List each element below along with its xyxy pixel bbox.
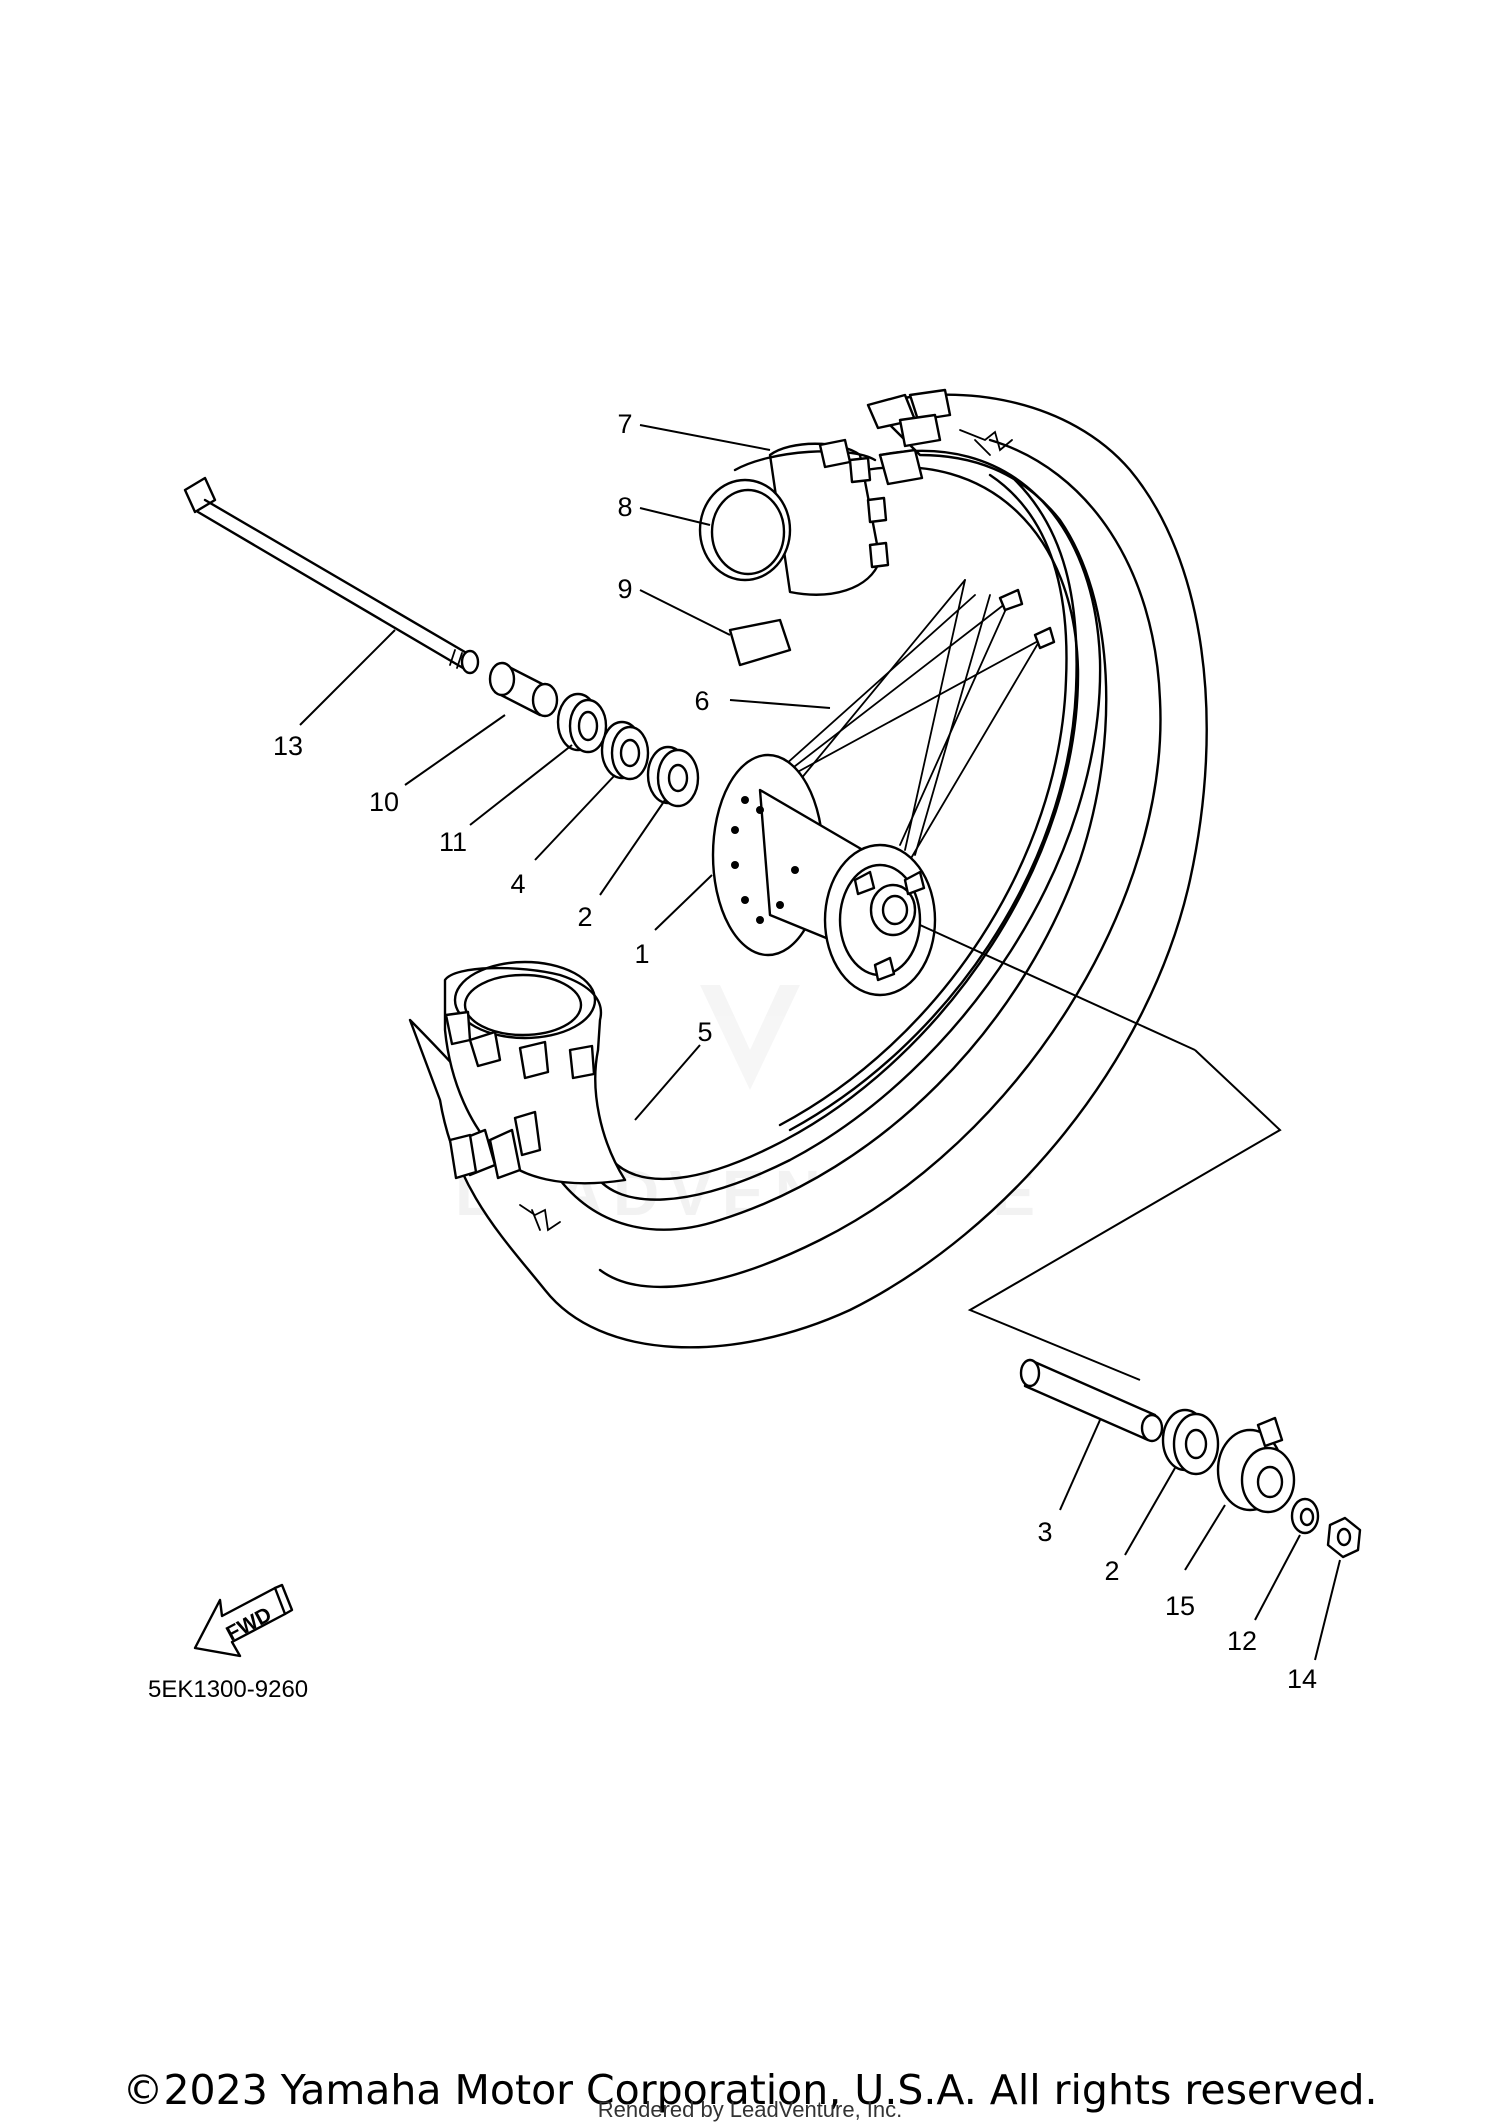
collar-part-10 — [488, 661, 559, 718]
spokes-part-6 — [784, 579, 1056, 861]
meter-gear-part-15 — [1216, 1416, 1296, 1514]
callout-2-lower: 2 — [1104, 1556, 1119, 1586]
callout-6: 6 — [694, 686, 709, 716]
callout-12: 12 — [1227, 1626, 1257, 1656]
hub-part-1 — [711, 753, 937, 997]
spacer-part-3 — [1019, 1358, 1164, 1443]
bearing-part-2-left — [646, 745, 700, 808]
callout-10: 10 — [369, 787, 399, 817]
callout-2-upper: 2 — [577, 902, 592, 932]
tire-inner-wall — [598, 438, 1162, 1289]
fwd-arrow-icon: FWD — [193, 1583, 294, 1658]
nut-part-14 — [1326, 1516, 1362, 1559]
callout-13: 13 — [273, 731, 303, 761]
bearing-part-2-right — [1161, 1408, 1220, 1476]
callout-14: 14 — [1287, 1664, 1317, 1694]
rim-inner-2 — [778, 473, 1068, 1127]
wheel-assembly — [408, 388, 1282, 1381]
callout-15: 15 — [1165, 1591, 1195, 1621]
oil-seal-part-11 — [556, 692, 608, 754]
copyright-notice: ©2023 Yamaha Motor Corporation, U.S.A. A… — [122, 2066, 1378, 2114]
washer-part-12 — [1290, 1497, 1320, 1535]
diagram-part-code: 5EK1300-9260 — [148, 1676, 308, 1703]
callout-1: 1 — [634, 939, 649, 969]
rim-strip-part-9 — [728, 618, 792, 667]
callout-9: 9 — [617, 574, 632, 604]
rendered-by-credit: Rendered by LeadVenture, Inc. — [597, 2097, 903, 2122]
rim-inner-3 — [788, 478, 1078, 1132]
callout-8: 8 — [617, 492, 632, 522]
bearing-part-4 — [600, 720, 650, 781]
callout-7: 7 — [617, 409, 632, 439]
callout-4: 4 — [510, 869, 525, 899]
axle-part-13 — [183, 476, 480, 675]
leader-lines — [299, 424, 1341, 1661]
rim-band-part-8 — [698, 438, 890, 596]
tire-cutaway-opening — [453, 960, 597, 1040]
callout-labels: 7 8 9 6 13 10 11 4 2 1 5 3 2 15 12 14 — [273, 409, 1317, 1694]
callout-5: 5 — [697, 1017, 712, 1047]
rim-inner-1 — [610, 465, 1080, 1181]
callout-11: 11 — [439, 827, 467, 857]
rim-outer — [593, 449, 1102, 1201]
axle-centerline — [919, 924, 1196, 1051]
callout-3: 3 — [1037, 1517, 1052, 1547]
